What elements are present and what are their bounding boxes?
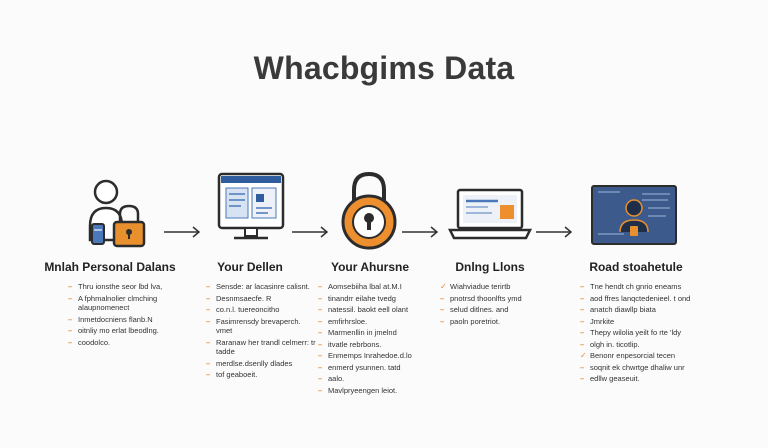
bullet-item: emfirhrsloe.: [318, 317, 434, 327]
arrow-right-icon: [402, 226, 439, 238]
bullet-item: aalo.: [318, 374, 434, 384]
bullet-item: oitnliy mo erlat lbeodlng.: [68, 326, 180, 336]
bullet-item: natessil. baokt eell olant: [318, 305, 434, 315]
step-title: Your Ahursne: [330, 260, 409, 274]
bullet-item: enmerd ysunnen. tatd: [318, 363, 434, 373]
monitor-form-icon: [217, 172, 285, 240]
step-bullets: Aomsebiiha lbal at.M.I tinandrr eilahe t…: [318, 282, 434, 397]
bullet-item: anatch diawllp biata: [580, 305, 704, 315]
bullet-item: paoln poretriot.: [440, 317, 556, 327]
step-title: Your Dellen: [217, 260, 283, 274]
bullet-item: merdlse.dsenlly dlades: [206, 359, 318, 369]
bullet-item: tinandrr eilahe tvedg: [318, 294, 434, 304]
padlock-icon: [341, 171, 397, 250]
bullet-item: aod ffres lanqctedenieel. t ond: [580, 294, 704, 304]
bullet-item: Inmetdocniens flanb.N: [68, 315, 180, 325]
bullet-item: edllw geaseuit.: [580, 374, 704, 384]
bullet-item: Raranaw her trandl celmerr: tr tadde: [206, 338, 318, 357]
bullet-item: Sensde: ar lacasinre calisnt.: [206, 282, 318, 292]
bullet-item: selud ditlnes. and: [440, 305, 556, 315]
bullet-item: coodolco.: [68, 338, 180, 348]
step-title: Mnlah Personal Dalans: [44, 260, 176, 274]
bullet-item: Fasimrensdy brevaperch. vmet: [206, 317, 318, 336]
arrow-right-icon: [292, 226, 329, 238]
step-bullets: Sensde: ar lacasinre calisnt. Desnmsaecf…: [206, 282, 318, 382]
bullet-item: Marmenllin in jmelnd: [318, 328, 434, 338]
bullet-item: Thru ionsthe seor lbd lva,: [68, 282, 180, 292]
bullet-item: soqnit ek chwrtge dhaliw unr: [580, 363, 704, 373]
step-title: Dnlng Llons: [455, 260, 525, 274]
bullet-item: Jmrkite: [580, 317, 704, 327]
bullet-item: Benonr enpesorcial tecen: [580, 351, 704, 361]
bullet-item: Enmemps Inrahedoe.d.lo: [318, 351, 434, 361]
bullet-item: itvatle rebrbons.: [318, 340, 434, 350]
step-title: Road stoahetule: [589, 260, 683, 274]
bullet-item: Desnmsaecfe. R: [206, 294, 318, 304]
step-bullets: Tne hendt ch gnrio eneams aod ffres lanq…: [580, 282, 704, 386]
arrow-right-icon: [164, 226, 201, 238]
bullet-item: Mavlpryeengen leiot.: [318, 386, 434, 396]
bullet-item: Wiahviadue terirtb: [440, 282, 556, 292]
bullet-item: olgh in. ticotlip.: [580, 340, 704, 350]
bullet-item: Tne hendt ch gnrio eneams: [580, 282, 704, 292]
bullet-item: Aomsebiiha lbal at.M.I: [318, 282, 434, 292]
bullet-item: tof geaboeit.: [206, 370, 318, 380]
bullet-item: A fphmalnolier clmching alaupnomenect: [68, 294, 180, 313]
step-bullets: Thru ionsthe seor lbd lva, A fphmalnolie…: [68, 282, 180, 349]
bullet-item: pnotrsd thoonlfts ymd: [440, 294, 556, 304]
bullet-item: Thepy wilolia yeilt fo rte 'ldy: [580, 328, 704, 338]
step-bullets: Wiahviadue terirtb pnotrsd thoonlfts ymd…: [440, 282, 556, 328]
bullet-item: co.n.l. tuereoncitho: [206, 305, 318, 315]
diagram-title: Whacbgims Data: [253, 50, 515, 86]
arrow-right-icon: [536, 226, 573, 238]
person-with-lock-icon: [88, 179, 146, 248]
secure-screen-icon: [591, 185, 677, 245]
laptop-icon: [448, 188, 532, 240]
